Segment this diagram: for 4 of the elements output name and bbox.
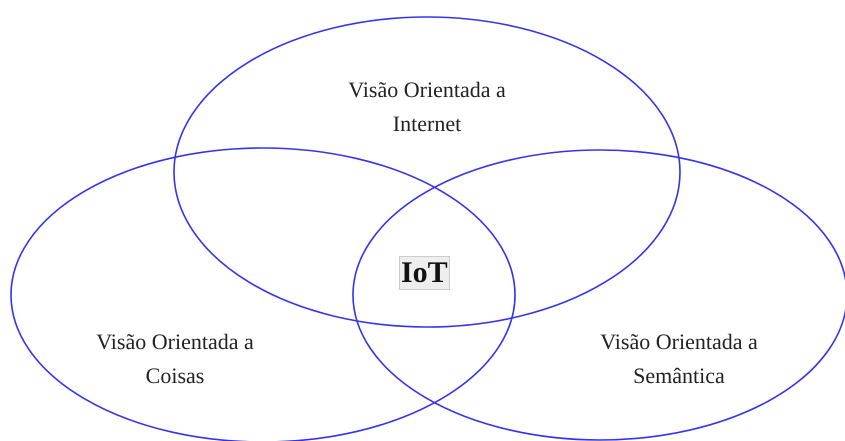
set-label: Visão Orientada a Coisas [95, 328, 255, 390]
set-label: Visão Orientada a Semântica [599, 328, 759, 390]
set-label: Visão Orientada a Internet [347, 76, 507, 138]
center-label: IoT [399, 256, 450, 290]
